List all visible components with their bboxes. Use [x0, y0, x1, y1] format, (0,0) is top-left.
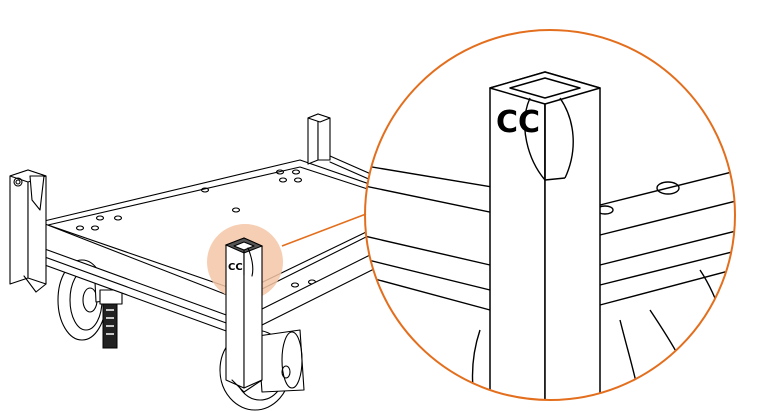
cart-drawing: CC [9, 113, 431, 411]
deck-holes [75, 169, 325, 293]
zoom-mark: CC [496, 105, 540, 140]
corner-mark: CC [228, 262, 243, 273]
brake-pedal [99, 289, 123, 349]
rear-right-post [307, 113, 331, 165]
front-right-post: CC [224, 237, 264, 393]
rear-left-post [9, 169, 47, 293]
zoom-leader [281, 213, 367, 247]
zoom-detail: CC [365, 30, 735, 400]
